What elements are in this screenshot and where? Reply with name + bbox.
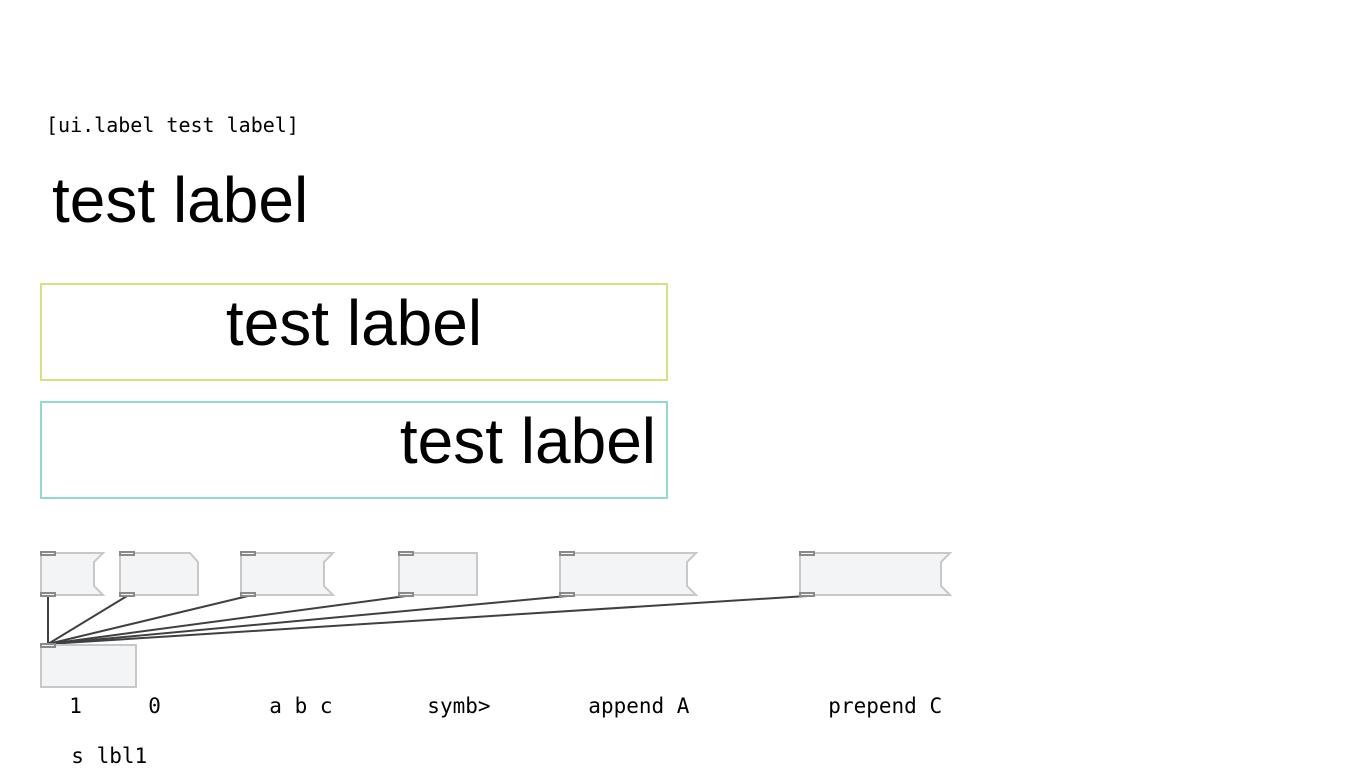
message-text: prepend C — [828, 694, 943, 718]
message-text: 0 — [148, 694, 161, 718]
ui-label-right-box[interactable]: test label — [40, 401, 668, 499]
message-text: append A — [588, 694, 690, 718]
inlet[interactable] — [398, 551, 414, 556]
message-box-shape — [240, 552, 336, 596]
send-object-lbl1[interactable]: s lbl1 — [40, 643, 147, 768]
inlet[interactable] — [559, 551, 575, 556]
inlet[interactable] — [40, 643, 56, 648]
message-box-1[interactable]: 1 — [40, 551, 106, 718]
message-box-abc[interactable]: a b c — [240, 551, 336, 718]
message-box-shape — [40, 552, 106, 596]
ui-label-center-text: test label — [225, 287, 483, 359]
cord-msg-symb — [47, 595, 407, 645]
outlet[interactable] — [240, 592, 256, 597]
message-text: a b c — [269, 694, 333, 718]
message-box-symb[interactable]: symb> — [398, 551, 491, 718]
inlet[interactable] — [799, 551, 815, 556]
ui-label-center-box[interactable]: test label — [40, 283, 668, 381]
cord-msg-0 — [47, 595, 128, 645]
inlet[interactable] — [240, 551, 256, 556]
message-box-shape — [559, 552, 699, 596]
outlet[interactable] — [119, 592, 135, 597]
inlet[interactable] — [40, 551, 56, 556]
object-comment: [ui.label test label] — [46, 113, 299, 137]
message-box-append[interactable]: append A — [559, 551, 699, 718]
patch-cords — [47, 595, 808, 645]
message-box-shape — [119, 552, 199, 596]
message-text: 1 — [69, 694, 82, 718]
outlet[interactable] — [559, 592, 575, 597]
inlet[interactable] — [119, 551, 135, 556]
outlet[interactable] — [40, 592, 56, 597]
message-text: symb> — [427, 694, 491, 718]
ui-label-left[interactable]: test label — [52, 164, 309, 236]
cord-msg-append — [47, 595, 568, 645]
ui-label-right-text: test label — [399, 405, 656, 477]
message-box-prepend[interactable]: prepend C — [799, 551, 953, 718]
message-box-0[interactable]: 0 — [119, 551, 199, 718]
message-box-shape — [799, 552, 953, 596]
message-box-shape — [398, 552, 478, 596]
outlet[interactable] — [799, 592, 815, 597]
outlet[interactable] — [398, 592, 414, 597]
cord-msg-abc — [47, 595, 249, 645]
cord-msg-prepend — [47, 595, 808, 645]
